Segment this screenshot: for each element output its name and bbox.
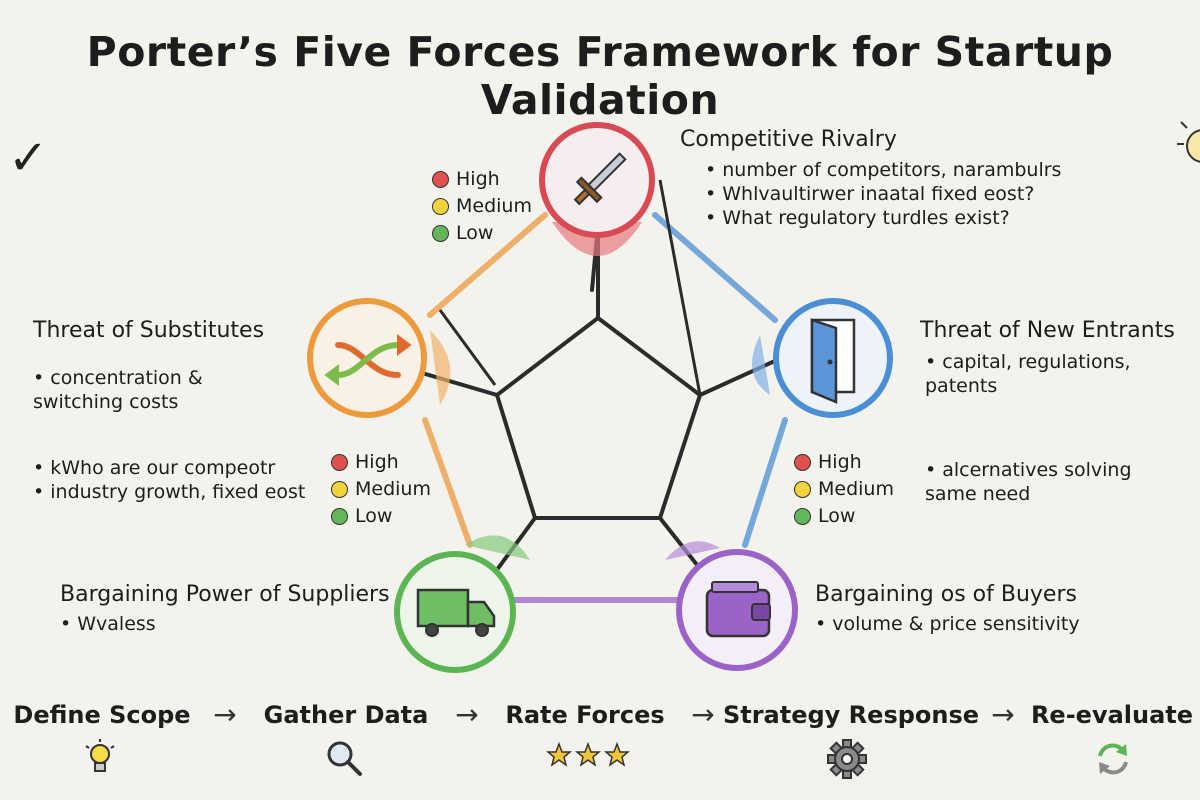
new-entrants-title: Threat of New Entrants	[920, 318, 1175, 343]
connector-rivalry-entrants	[652, 212, 778, 323]
process-step-re-evaluate: Re-evaluate	[1030, 701, 1194, 729]
door-icon	[810, 318, 856, 404]
legend-row-high: High	[331, 449, 431, 476]
process-step-define-scope: Define Scope	[13, 701, 191, 729]
new-entrants-extra-bullet: alcernatives solving same need	[925, 458, 1140, 506]
legend-label: Low	[355, 505, 393, 527]
arrow-icon: →	[691, 698, 715, 731]
buyers-title: Bargaining os of Buyers	[815, 582, 1077, 607]
process-step-gather-data: Gather Data	[263, 701, 429, 729]
rivalry-title: Competitive Rivalry	[680, 127, 897, 152]
legend-label: Low	[818, 505, 856, 527]
outer-connectors	[422, 212, 788, 603]
checkmark-icon: ✓	[8, 130, 49, 186]
suppliers-bullets: Wvaless	[60, 612, 155, 636]
red-dot-icon	[432, 171, 449, 188]
legend-label: Medium	[456, 195, 532, 217]
refresh-icon	[1098, 743, 1128, 775]
sword-icon	[573, 152, 627, 206]
arrow-icon: →	[455, 698, 479, 731]
connector-entrants-buyers	[742, 417, 788, 548]
gear-icon	[827, 739, 867, 779]
green-dot-icon	[432, 225, 449, 242]
yellow-dot-icon	[794, 481, 811, 498]
rating-legend-right: High Medium Low	[794, 449, 894, 530]
legend-label: Medium	[355, 478, 431, 500]
truck-icon	[416, 588, 496, 637]
lightbulb-corner-icon	[1177, 121, 1200, 163]
substitutes-extra-bullet: industry growth, fixed eost	[33, 480, 305, 504]
legend-row-low: Low	[794, 503, 894, 530]
legend-row-high: High	[432, 166, 532, 193]
rivalry-bullet: What regulatory turdles exist?	[705, 206, 1061, 230]
legend-row-medium: Medium	[794, 476, 894, 503]
new-entrants-extra-bullets: alcernatives solving same need	[925, 458, 1140, 506]
legend-row-medium: Medium	[331, 476, 431, 503]
legend-row-low: Low	[432, 220, 532, 247]
suppliers-title: Bargaining Power of Suppliers	[60, 582, 390, 607]
force-circle-substitutes	[307, 298, 451, 418]
suppliers-bullet: Wvaless	[60, 612, 155, 636]
rivalry-bullet: Whlvaultirwer inaatal fixed eost?	[705, 182, 1061, 206]
lightbulb-icon	[85, 739, 115, 772]
force-circle-rivalry	[539, 122, 655, 256]
rating-legend-top: High Medium Low	[432, 166, 532, 247]
substitutes-extra-bullet: kWho are our compeotr	[33, 456, 305, 480]
magnifier-icon	[327, 741, 362, 776]
legend-label: High	[456, 168, 500, 190]
inner-pentagon	[495, 316, 702, 520]
page-title: Porter’s Five Forces Framework for Start…	[86, 28, 1114, 124]
legend-label: Medium	[818, 478, 894, 500]
legend-label: High	[355, 451, 399, 473]
wallet-icon	[705, 581, 771, 638]
legend-row-medium: Medium	[432, 193, 532, 220]
rivalry-bullets: number of competitors, narambulrs Whlvau…	[705, 158, 1061, 230]
substitutes-bullet: concentration & switching costs	[33, 366, 213, 414]
new-entrants-bullets: capital, regulations, patents	[925, 350, 1140, 398]
arrow-icon: →	[991, 698, 1015, 731]
red-dot-icon	[331, 454, 348, 471]
process-step-rate-forces: Rate Forces	[505, 701, 665, 729]
buyers-bullets: volume & price sensitivity	[815, 612, 1079, 636]
buyers-bullet: volume & price sensitivity	[815, 612, 1079, 636]
substitutes-title: Threat of Substitutes	[33, 318, 265, 343]
rating-legend-left: High Medium Low	[331, 449, 431, 530]
connector-substitutes-suppliers	[422, 417, 473, 548]
yellow-dot-icon	[331, 481, 348, 498]
green-dot-icon	[331, 508, 348, 525]
process-step-strategy-response: Strategy Response	[722, 701, 980, 729]
substitutes-extra-bullets: kWho are our compeotr industry growth, f…	[33, 456, 305, 504]
connector-rivalry-substitutes	[427, 212, 548, 318]
legend-row-high: High	[794, 449, 894, 476]
new-entrants-bullet: capital, regulations, patents	[925, 350, 1140, 398]
yellow-dot-icon	[432, 198, 449, 215]
substitutes-bullets: concentration & switching costs	[33, 366, 213, 414]
three-stars-icon	[546, 742, 630, 767]
arrow-icon: →	[213, 698, 237, 731]
red-dot-icon	[794, 454, 811, 471]
green-dot-icon	[794, 508, 811, 525]
legend-label: High	[818, 451, 862, 473]
shuffle-icon	[324, 334, 412, 386]
legend-label: Low	[456, 222, 494, 244]
legend-row-low: Low	[331, 503, 431, 530]
rivalry-bullet: number of competitors, narambulrs	[705, 158, 1061, 182]
